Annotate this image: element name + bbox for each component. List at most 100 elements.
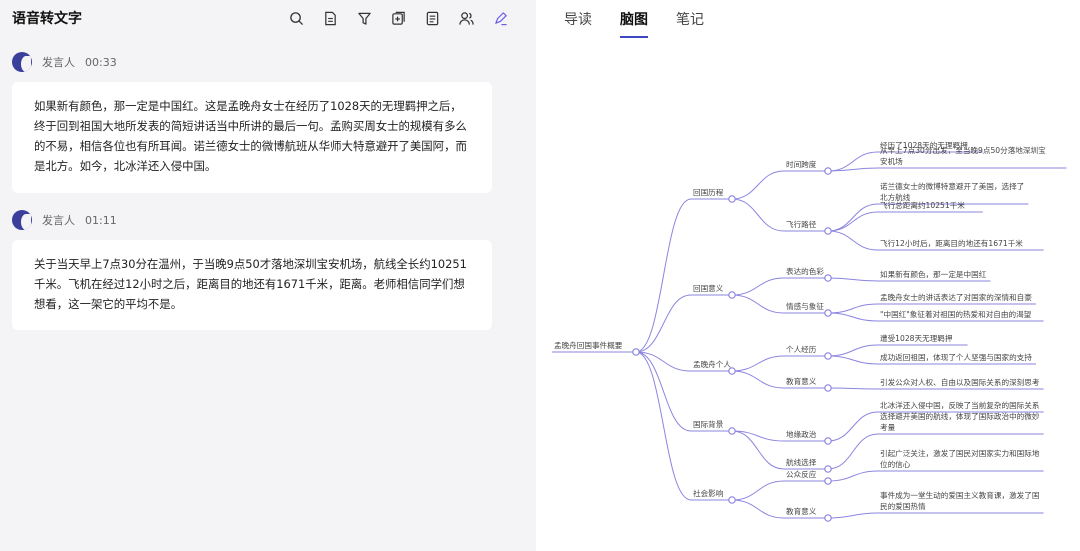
mindmap-connector[interactable]: [731, 294, 785, 314]
mindmap-connector[interactable]: [635, 351, 692, 432]
mindmap-leaf-label[interactable]: "中国红"象征着对祖国的热爱和对自由的渴望: [880, 309, 1032, 319]
mindmap-child-label[interactable]: 公众反应: [786, 469, 817, 479]
mindmap-child-label[interactable]: 地缘政治: [786, 429, 817, 439]
mindmap-leaf-label[interactable]: 安机场: [880, 156, 903, 166]
tab-notes[interactable]: 笔记: [676, 12, 704, 28]
mindmap-leaf-label[interactable]: 如果新有颜色，那一定是中国红: [880, 269, 987, 279]
mindmap-connector[interactable]: [827, 230, 879, 251]
mindmap-node-dot[interactable]: [824, 437, 832, 445]
transcript-paragraph[interactable]: 关于当天早上7点30分在温州，于当晚9点50才落地深圳宝安机场，航线全长约102…: [12, 240, 492, 330]
mindmap-node-dot[interactable]: [824, 274, 832, 282]
mindmap-node-dot[interactable]: [824, 514, 832, 522]
mindmap-connector[interactable]: [731, 370, 785, 389]
mindmap-connector[interactable]: [731, 170, 785, 200]
tab-mindmap[interactable]: 脑图: [620, 0, 648, 38]
toolbar: [288, 0, 508, 36]
mindmap-connector[interactable]: [731, 480, 785, 501]
mindmap-connector[interactable]: [731, 355, 785, 372]
mindmap-node-dot[interactable]: [728, 291, 736, 299]
mindmap-connector[interactable]: [635, 198, 692, 353]
mindmap-connector[interactable]: [731, 198, 785, 232]
mindmap-connector[interactable]: [827, 344, 879, 357]
mindmap-connector[interactable]: [827, 167, 879, 172]
transcript-panel: 语音转文字 发言人: [0, 0, 520, 551]
mindmap-node-dot[interactable]: [824, 227, 832, 235]
mindmap-branch-label[interactable]: 孟晚舟个人: [693, 359, 731, 369]
mindmap-leaf-label[interactable]: 孟晚舟女士的讲话表达了对国家的深情和自豪: [880, 292, 1032, 302]
filter-icon[interactable]: [356, 10, 372, 26]
add-note-icon[interactable]: [390, 10, 406, 26]
mindmap-child-label[interactable]: 表达的色彩: [786, 266, 824, 276]
mindmap-connector[interactable]: [731, 499, 785, 519]
mindmap-leaf-label[interactable]: 位的信心: [880, 459, 911, 469]
mindmap-node-dot[interactable]: [824, 384, 832, 392]
mindmap-leaf-label[interactable]: 飞行总距离约10251千米: [880, 200, 965, 210]
mindmap-node-dot[interactable]: [728, 496, 736, 504]
mindmap-leaf-label[interactable]: 考量: [880, 423, 896, 432]
mindmap-root-label[interactable]: 孟晚舟回国事件概要: [554, 340, 623, 350]
mindmap-connector[interactable]: [635, 294, 692, 353]
mindmap-child-label[interactable]: 个人经历: [786, 344, 817, 354]
mindmap-node-dot[interactable]: [824, 465, 832, 473]
mindmap-child-label[interactable]: 飞行路径: [786, 219, 817, 229]
mindmap-connector[interactable]: [827, 277, 879, 282]
mindmap-connector[interactable]: [827, 470, 879, 482]
mindmap-node-dot[interactable]: [824, 352, 832, 360]
mindmap-root-dot[interactable]: [632, 348, 640, 356]
speaker-manage-icon[interactable]: [458, 10, 474, 26]
search-icon[interactable]: [288, 10, 304, 26]
mindmap-leaf-label[interactable]: 事件成为一堂生动的爱国主义教育课，激发了国: [880, 490, 1039, 500]
mindmap-connector[interactable]: [635, 351, 692, 372]
mindmap-connector[interactable]: [827, 433, 879, 470]
mindmap-leaf-label[interactable]: 诺兰德女士的微博特意避开了美国，选择了: [880, 181, 1024, 191]
mindmap-leaf-label[interactable]: 北方航线: [880, 192, 911, 202]
mindmap-node-dot[interactable]: [728, 195, 736, 203]
mindmap-branch-label[interactable]: 社会影响: [693, 488, 724, 498]
mindmap-node-dot[interactable]: [728, 367, 736, 375]
mindmap-leaf-label[interactable]: 飞行12小时后，距离目的地还有1671千米: [880, 238, 1023, 248]
mindmap-connector[interactable]: [827, 312, 879, 322]
mindmap-leaf-label[interactable]: 民的爱国热情: [880, 501, 926, 511]
mindmap-connector[interactable]: [827, 387, 879, 390]
mindmap-branch-label[interactable]: 回国意义: [693, 283, 724, 293]
mindmap-leaf-label[interactable]: 成功返回祖国，体现了个人坚强与国家的支持: [880, 352, 1032, 362]
mindmap-connector[interactable]: [827, 512, 879, 519]
mindmap-child-label[interactable]: 航线选择: [786, 457, 817, 467]
mindmap-leaf-label[interactable]: 引起广泛关注，激发了国民对国家实力和国际地: [880, 448, 1040, 458]
mindmap-leaf-label[interactable]: 从早上7点30分出发，至当晚9点50分落地深圳宝: [880, 145, 1046, 155]
avatar: [12, 52, 32, 72]
tab-bar: 导读 脑图 笔记: [564, 0, 704, 38]
tab-guide[interactable]: 导读: [564, 12, 592, 28]
mindmap-connector[interactable]: [731, 430, 785, 470]
timestamp[interactable]: 00:33: [85, 55, 117, 69]
mindmap-child-label[interactable]: 时间跨度: [786, 159, 817, 169]
transcript-paragraph[interactable]: 如果新有颜色，那一定是中国红。这是孟晚舟女士在经历了1028天的无理羁押之后，终…: [12, 82, 492, 193]
mindmap-node-dot[interactable]: [728, 427, 736, 435]
mindmap-connector[interactable]: [635, 351, 692, 501]
list-doc-icon[interactable]: [424, 10, 440, 26]
timestamp[interactable]: 01:11: [85, 213, 117, 227]
mindmap-branch-label[interactable]: 回国历程: [693, 188, 724, 197]
mindmap[interactable]: 孟晚舟回国事件概要 回国历程 时间跨度 经历了1028天的无理羁押从早上7点30分出发…: [536, 0, 1080, 551]
mindmap-connector[interactable]: [827, 211, 879, 232]
mindmap-connector[interactable]: [827, 203, 879, 232]
mindmap-node-dot[interactable]: [824, 167, 832, 175]
mindmap-child-label[interactable]: 情感与象征: [786, 301, 824, 311]
document-icon[interactable]: [322, 10, 338, 26]
mindmap-leaf-label[interactable]: 选择避开美国的航线，体现了国际政治中的微妙: [880, 411, 1040, 421]
mindmap-leaf-label[interactable]: 经历了1028天的无理羁押: [880, 140, 968, 150]
mindmap-connector[interactable]: [827, 411, 879, 442]
mindmap-connector[interactable]: [827, 303, 879, 314]
mindmap-connector[interactable]: [731, 277, 785, 296]
mindmap-branch-label[interactable]: 国际背景: [693, 419, 724, 429]
mindmap-child-label[interactable]: 教育意义: [786, 376, 817, 386]
mindmap-child-label[interactable]: 教育意义: [786, 506, 817, 516]
speaker-name: 发言人: [42, 214, 75, 227]
ai-pen-icon[interactable]: [492, 10, 508, 26]
mindmap-leaf-label[interactable]: 北冰洋还入侵中国，反映了当前复杂的国际关系: [880, 400, 1040, 410]
mindmap-leaf-label[interactable]: 引发公众对人权、自由以及国际关系的深刻思考: [880, 377, 1040, 387]
mindmap-leaf-label[interactable]: 遭受1028天无理羁押: [880, 333, 953, 343]
mindmap-node-dot[interactable]: [824, 309, 832, 317]
mindmap-node-dot[interactable]: [824, 477, 832, 485]
mindmap-connector[interactable]: [827, 355, 879, 365]
